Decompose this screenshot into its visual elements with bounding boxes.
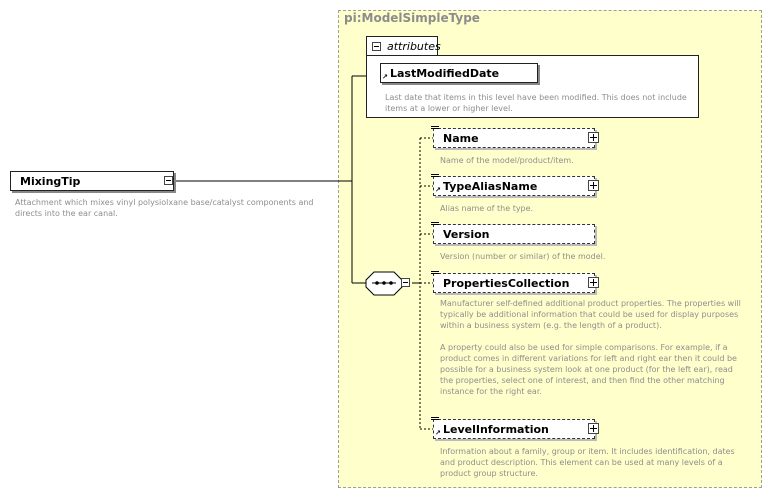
- desc-line: directs into the ear canal.: [15, 209, 118, 218]
- optional-marker-icon: [431, 174, 439, 179]
- element-label: Version: [443, 228, 490, 241]
- desc-line: typically be additional information that…: [440, 310, 739, 319]
- desc-line: items at a lower or higher level.: [385, 104, 513, 113]
- desc-line: the properties, select one of interest, …: [440, 376, 725, 385]
- desc-line: Attachment which mixes vinyl polysiolxan…: [15, 198, 314, 207]
- element-propertiescollection-description: Manufacturer self-defined additional pro…: [440, 298, 741, 397]
- expand-name-button[interactable]: [588, 132, 599, 143]
- collapse-sequence-button[interactable]: [401, 278, 410, 287]
- element-label: PropertiesCollection: [443, 277, 570, 290]
- type-title: pi:ModelSimpleType: [344, 11, 480, 25]
- desc-line: Version (number or similar) of the model…: [440, 252, 606, 261]
- attribute-label: LastModifiedDate: [390, 67, 500, 80]
- root-element-label: MixingTip: [20, 175, 81, 188]
- element-levelinformation[interactable]: LevelInformation ↗: [431, 417, 599, 439]
- root-element-mixingtip[interactable]: MixingTip: [10, 171, 174, 191]
- desc-line: Manufacturer self-defined additional pro…: [440, 299, 741, 308]
- desc-line: A property could also be used for simple…: [440, 343, 728, 352]
- desc-line: and product description. This element ca…: [440, 458, 723, 467]
- desc-line: Alias name of the type.: [440, 204, 534, 213]
- desc-line: [440, 331, 741, 342]
- attribute-description: Last date that items in this level have …: [385, 92, 687, 114]
- root-description: Attachment which mixes vinyl polysiolxan…: [15, 197, 314, 219]
- element-version-description: Version (number or similar) of the model…: [440, 251, 605, 262]
- attributes-label: attributes: [387, 40, 441, 53]
- collapse-root-button[interactable]: [164, 176, 173, 185]
- element-name[interactable]: Name: [431, 126, 599, 148]
- element-typealiasname-description: Alias name of the type.: [440, 203, 533, 214]
- reference-arrow-icon: ↗: [382, 73, 388, 81]
- desc-line: Last date that items in this level have …: [385, 93, 687, 102]
- element-typealiasname[interactable]: TypeAliasName ↗: [431, 174, 599, 196]
- expand-typealiasname-button[interactable]: [588, 180, 599, 191]
- optional-marker-icon: [431, 271, 439, 276]
- attribute-lastmodifieddate[interactable]: LastModifiedDate ↗: [380, 63, 538, 83]
- reference-arrow-icon: ↗: [435, 429, 441, 437]
- collapse-attributes-button[interactable]: [372, 42, 381, 51]
- expand-propertiescollection-button[interactable]: [588, 277, 599, 288]
- sequence-compositor-icon: [365, 271, 403, 296]
- optional-marker-icon: [431, 126, 439, 131]
- desc-line: instance for the right ear.: [440, 387, 542, 396]
- element-version[interactable]: Version: [431, 222, 595, 244]
- desc-line: Information about a family, group or ite…: [440, 447, 735, 456]
- element-label: Name: [443, 132, 479, 145]
- desc-line: product group structure.: [440, 469, 538, 478]
- desc-line: Name of the model/product/item.: [440, 156, 574, 165]
- reference-arrow-icon: ↗: [435, 186, 441, 194]
- expand-levelinformation-button[interactable]: [588, 423, 599, 434]
- element-label: TypeAliasName: [443, 180, 538, 193]
- optional-marker-icon: [431, 222, 439, 227]
- element-name-description: Name of the model/product/item.: [440, 155, 574, 166]
- element-label: LevelInformation: [443, 423, 549, 436]
- element-levelinformation-description: Information about a family, group or ite…: [440, 446, 735, 479]
- desc-line: possible for a business system look at o…: [440, 365, 733, 374]
- desc-line: product comes in different variations fo…: [440, 354, 737, 363]
- desc-line: within a business system (e.g. the lengt…: [440, 321, 662, 330]
- optional-marker-icon: [431, 417, 439, 422]
- attributes-tab[interactable]: attributes: [366, 36, 441, 56]
- element-propertiescollection[interactable]: PropertiesCollection: [431, 271, 599, 293]
